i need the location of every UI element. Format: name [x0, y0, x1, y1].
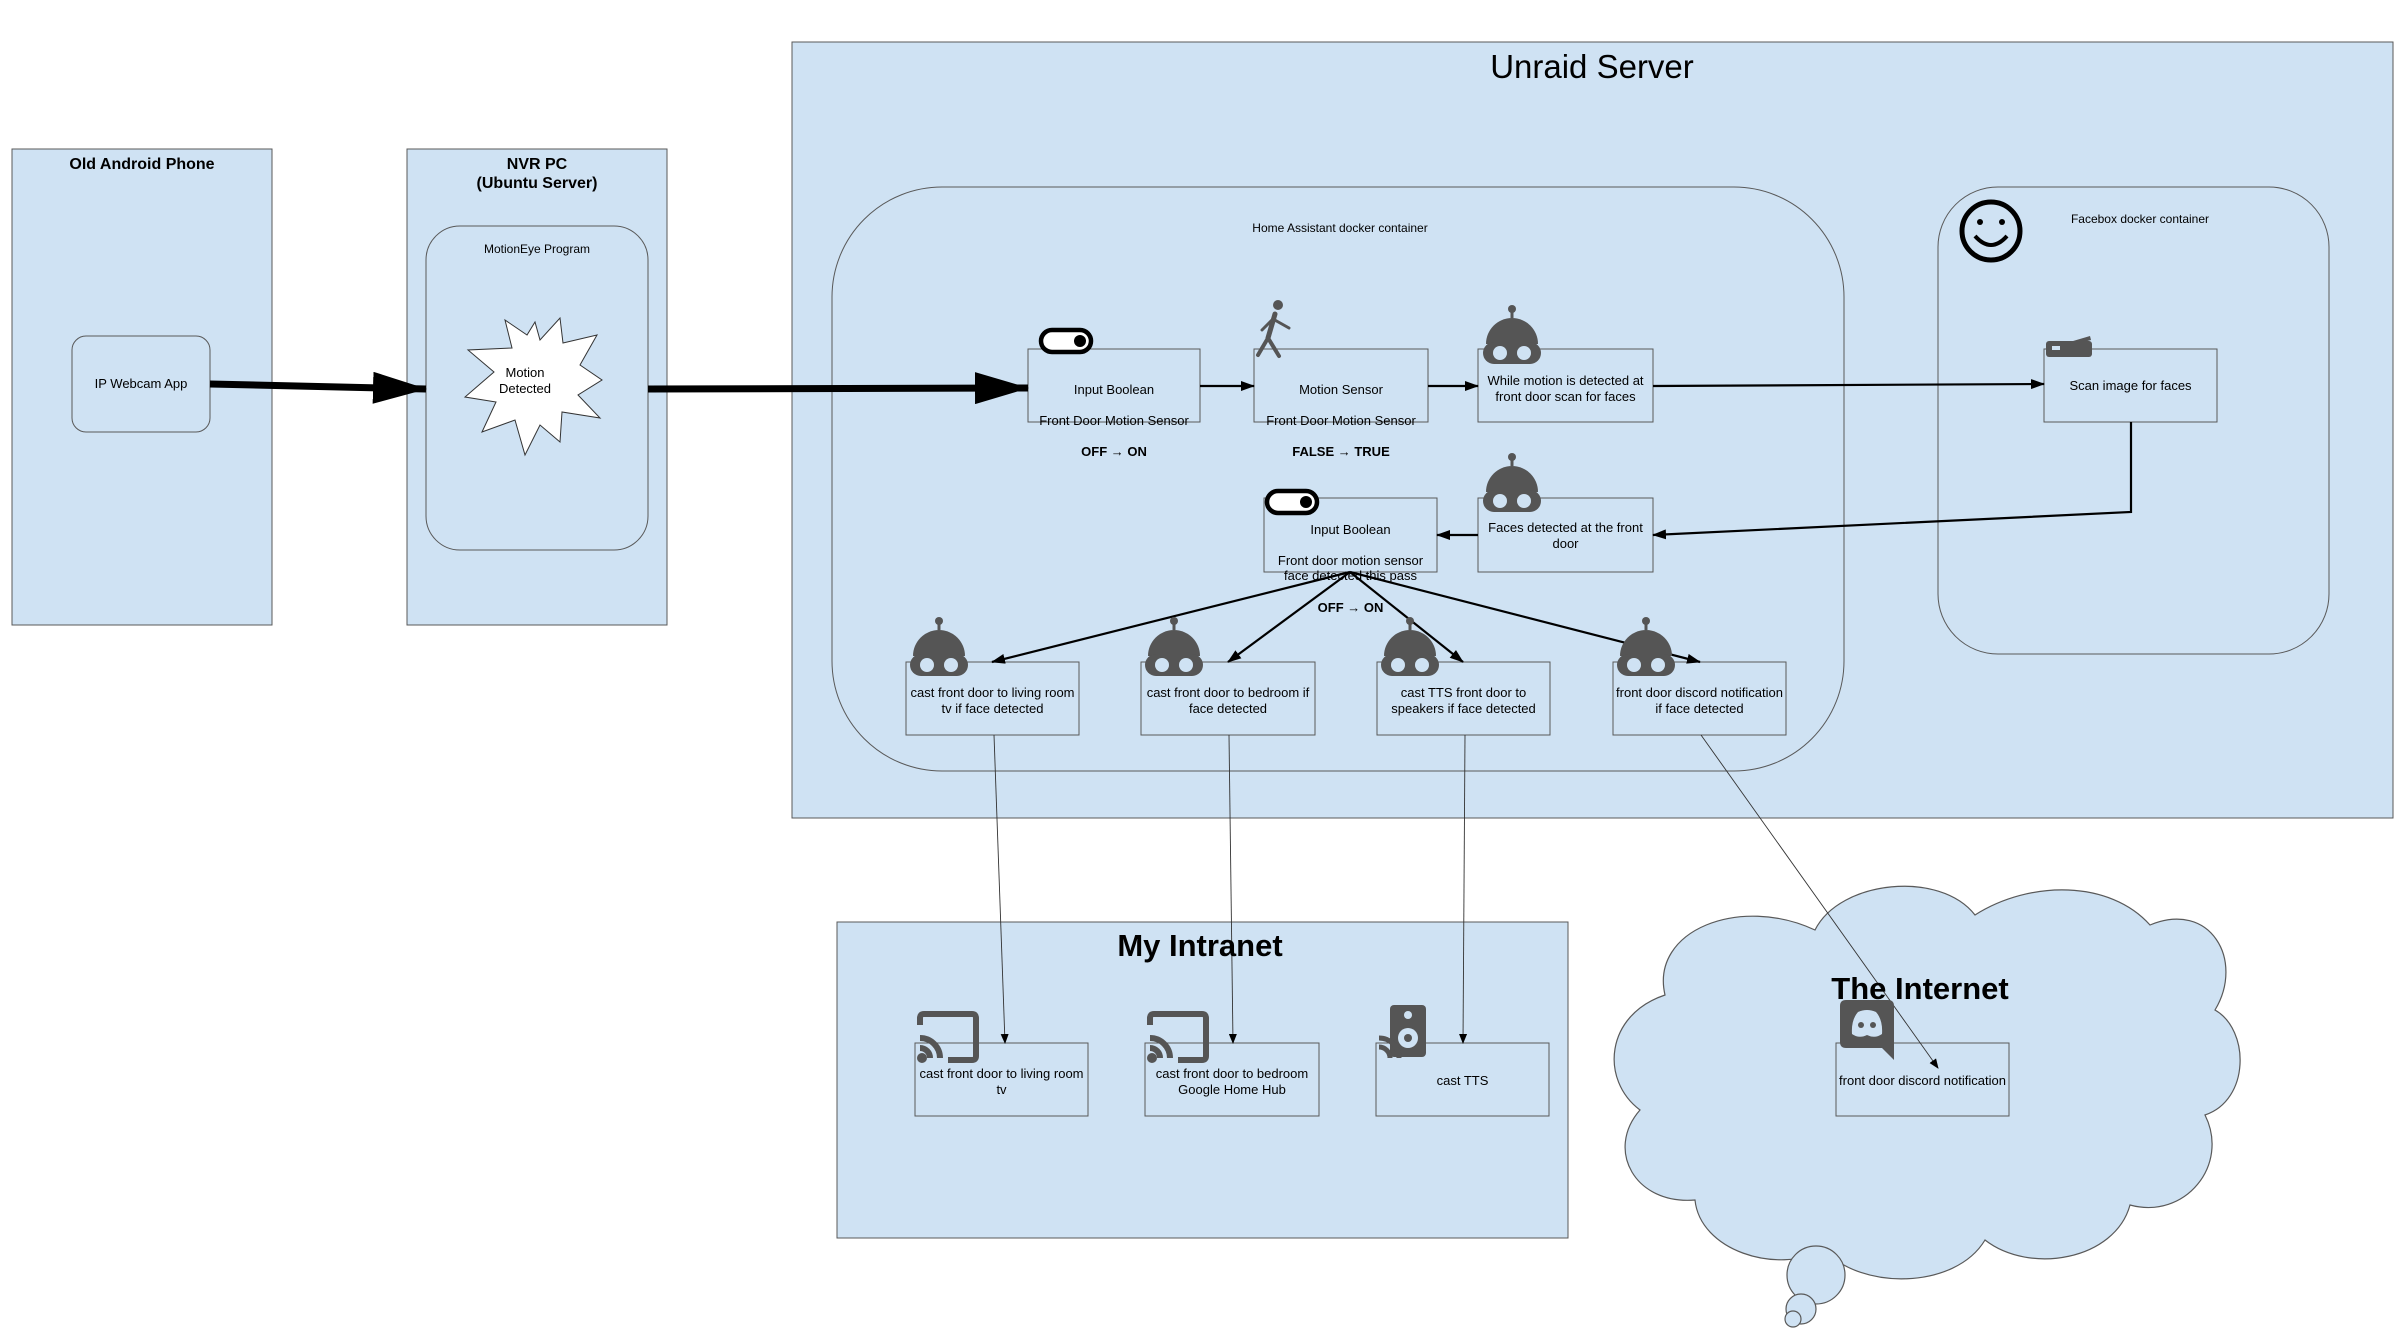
unraid-title: Unraid Server	[1490, 48, 1694, 85]
motion-sensor-line2: Front Door Motion Sensor	[1266, 412, 1416, 428]
input-boolean-1-line1: Input Boolean	[1073, 381, 1155, 397]
motion-detected-label: Motion Detected	[498, 365, 552, 396]
input-boolean-2-line2: Front door motion sensor face detected t…	[1277, 552, 1424, 584]
input-boolean-1-line2: Front Door Motion Sensor	[1039, 412, 1189, 428]
toggle-switch-icon	[1038, 327, 1094, 355]
android-phone-title: Old Android Phone	[69, 156, 215, 173]
robot-icon	[910, 617, 968, 676]
arrow-boolean2-to-tts	[1349, 571, 1464, 663]
input-boolean-2-label: Input Boolean Front door motion sensor f…	[1264, 506, 1437, 631]
scan-faces-label: Scan image for faces	[2069, 378, 2192, 393]
robot-icon	[1483, 305, 1541, 364]
nvr-pc-title: NVR PC (Ubuntu Server)	[476, 156, 598, 193]
cast-icon	[1147, 1011, 1209, 1063]
scan-faces-box	[2043, 348, 2218, 423]
cast-bedroom-auto-label: cast front door to bedroom if face detec…	[1146, 685, 1310, 716]
intranet-title: My Intranet	[1117, 928, 1283, 963]
discord-notification-label: front door discord notification	[1839, 1073, 2006, 1088]
robot-icon	[1483, 453, 1541, 512]
cast-tts-auto-label: cast TTS front door to speakers if face …	[1391, 685, 1536, 716]
cast-living-label: cast front door to living room tv	[919, 1066, 1084, 1097]
cast-bedroom-label: cast front door to bedroom Google Home H…	[1155, 1066, 1309, 1097]
arrow-discord-auto-to-notify	[1700, 734, 1939, 1069]
scanner-icon	[2046, 336, 2092, 357]
input-boolean-2-line1: Input Boolean	[1310, 521, 1391, 537]
discord-icon	[1840, 1000, 1894, 1060]
motioneye-title: MotionEye Program	[483, 242, 591, 256]
person-walking-icon	[1256, 300, 1291, 358]
faces-detected-label: Faces detected at the front door	[1488, 520, 1643, 551]
motion-starburst	[463, 316, 603, 457]
arrow-scan-to-facebox	[1652, 379, 2045, 390]
robot-icon	[1145, 617, 1203, 676]
arrow-boolean2-to-bedroom	[1227, 571, 1351, 663]
arrow-boolean2-to-living	[991, 570, 1351, 664]
smiley-face-icon	[1959, 199, 2023, 263]
motion-sensor-state: FALSE → TRUE	[1292, 443, 1390, 459]
cast-tts-label: cast TTS	[1436, 1073, 1489, 1088]
cast-speaker-icon	[1378, 1005, 1426, 1059]
motion-sensor-box	[1253, 348, 1429, 423]
arrow-bedroom-auto-to-cast	[1228, 734, 1237, 1044]
input-boolean-1-state: OFF → ON	[1081, 443, 1147, 459]
facebox-title: Facebox docker container	[2070, 212, 2210, 226]
arrow-webcam-to-motioneye	[209, 371, 427, 404]
internet-title: The Internet	[1831, 971, 2009, 1006]
home-assistant-title: Home Assistant docker container	[1252, 221, 1428, 235]
input-boolean-2-state: OFF → ON	[1317, 599, 1384, 615]
input-boolean-1-label: Input Boolean Front Door Motion Sensor O…	[1028, 366, 1200, 475]
cast-living-box	[914, 1042, 1089, 1117]
discord-auto-label: front door discord notification if face …	[1616, 685, 1783, 716]
cast-living-auto-label: cast front door to living room tv if fac…	[910, 685, 1075, 716]
toggle-switch-icon	[1264, 488, 1320, 516]
cast-icon	[917, 1011, 979, 1063]
arrow-motioneye-to-boolean	[647, 372, 1029, 405]
arrow-tts-auto-to-cast	[1459, 734, 1468, 1044]
robot-icon	[1381, 617, 1439, 676]
motion-sensor-line1: Motion Sensor	[1299, 381, 1383, 397]
discord-notification-box	[1835, 1042, 2010, 1117]
robot-icon	[1617, 617, 1675, 676]
motion-sensor-label: Motion Sensor Front Door Motion Sensor F…	[1254, 366, 1428, 475]
arrow-facebox-to-faces	[1652, 422, 2133, 540]
scan-automation-label: While motion is detected at front door s…	[1487, 373, 1644, 404]
arrow-living-auto-to-cast	[993, 734, 1009, 1044]
ip-webcam-label: IP Webcam App	[94, 376, 188, 391]
